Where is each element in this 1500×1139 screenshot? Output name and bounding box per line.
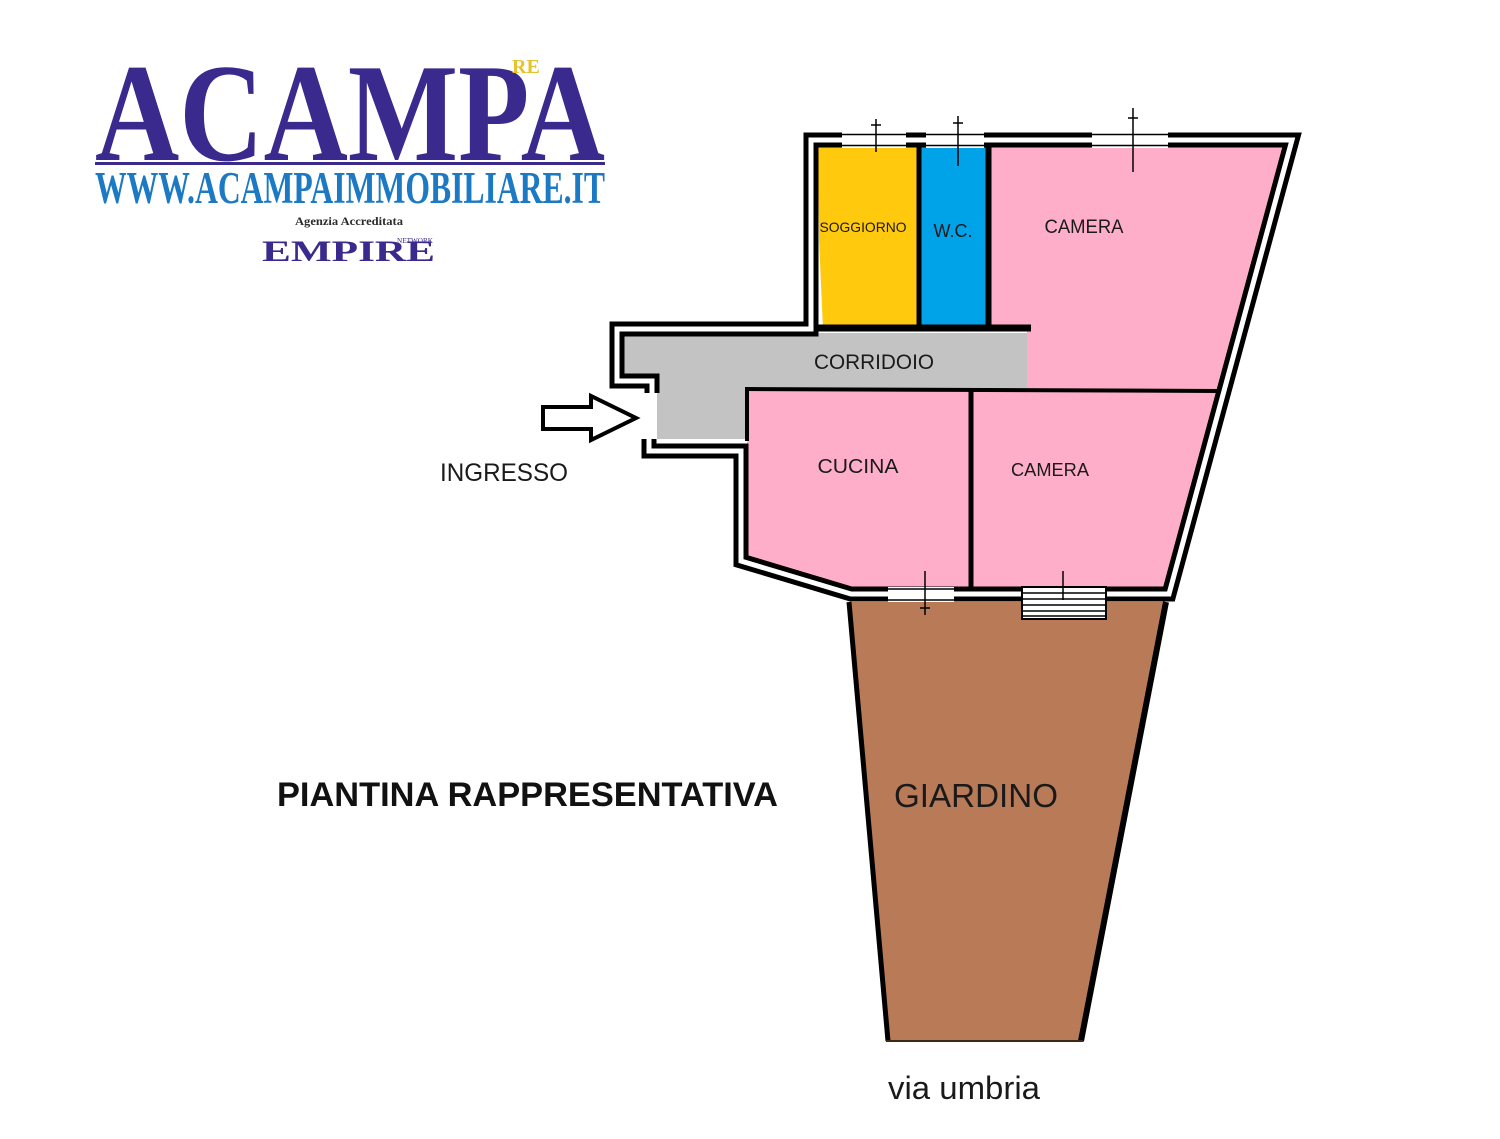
logo-superscript: RE (512, 56, 540, 78)
logo-name: ACAMPA (95, 36, 605, 191)
room-camera-south (972, 390, 1219, 588)
room-wc (919, 146, 989, 329)
logo-website: WWW.ACAMPAIMMOBILIARE.IT (95, 163, 605, 213)
street-label: via umbria (888, 1070, 1040, 1106)
logo-network-label: NETWORK (397, 237, 433, 245)
room-label-soggiorno: SOGGIORNO (820, 219, 907, 235)
interior-walls (744, 146, 1221, 590)
room-label-camera-south: CAMERA (1011, 460, 1089, 480)
window-soggiorno (842, 119, 906, 152)
garden-border-right (1078, 601, 1169, 1042)
window-cucina (888, 571, 954, 615)
window-camera-north (1092, 108, 1168, 172)
company-logo: ACAMPA RE WWW.ACAMPAIMMOBILIARE.IT Agenz… (95, 36, 605, 268)
room-camera-north (989, 146, 1284, 390)
room-label-wc: W.C. (934, 221, 973, 241)
room-corridoio (622, 333, 1027, 439)
window-wc (926, 116, 984, 166)
logo-accreditation: Agenzia Accreditata (295, 214, 403, 228)
outer-wall-cavity (614, 137, 1296, 597)
arrow-right-outline-icon (541, 392, 641, 444)
logo-network-brand: EMPIRE (262, 235, 435, 268)
logo-underline (95, 162, 605, 165)
window-camera-south (1021, 571, 1107, 620)
entrance: INGRESSO (440, 392, 641, 487)
windows (842, 108, 1168, 620)
room-label-cucina: CUCINA (818, 456, 900, 478)
garden (846, 601, 1169, 1042)
outer-walls (609, 132, 1302, 602)
room-cucina (747, 389, 972, 588)
room-soggiorno (818, 146, 919, 329)
entrance-label: INGRESSO (440, 459, 568, 487)
garden-border-left (846, 601, 891, 1042)
rooms (622, 146, 1284, 588)
room-label-corridoio: CORRIDOIO (814, 351, 934, 374)
plan-caption: PIANTINA RAPPRESENTATIVA (277, 776, 778, 814)
garden-label: GIARDINO (894, 777, 1058, 814)
interior-wall (744, 387, 1221, 393)
room-labels: SOGGIORNO W.C. CAMERA CORRIDOIO CUCINA C… (814, 217, 1124, 814)
room-label-camera-north: CAMERA (1045, 217, 1124, 238)
garden-area (849, 602, 1166, 1041)
